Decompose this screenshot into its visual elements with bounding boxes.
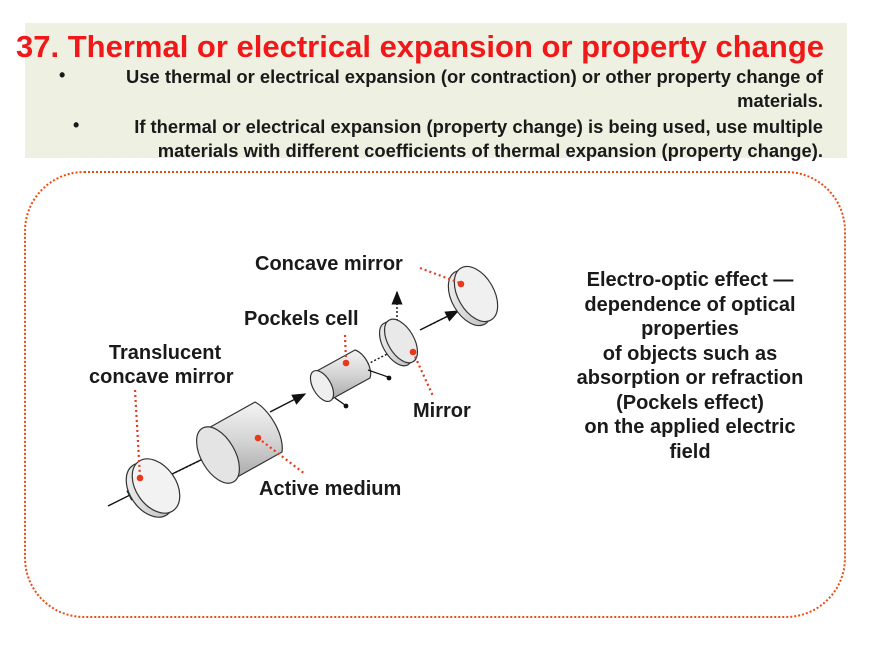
label-translucent-line1: Translucent <box>108 342 222 364</box>
header-panel: 37. Thermal or electrical expansion or p… <box>16 23 847 161</box>
bullet-1: Use thermal or electrical expansion (or … <box>126 66 823 111</box>
description-line: dependence of optical <box>584 293 796 316</box>
label-active-medium: Active medium <box>259 478 402 500</box>
label-pointers <box>133 266 461 478</box>
active-medium-cylinder <box>196 401 283 484</box>
translucent-mirror-disc <box>125 458 181 518</box>
effect-description: Electro-optic effect — dependence of opt… <box>545 268 835 464</box>
label-translucent-line2: concave mirror <box>89 366 234 388</box>
description-line: of objects such as <box>602 342 778 365</box>
label-mirror: Mirror <box>413 400 471 422</box>
description-line: field <box>669 440 711 463</box>
bullet-marker-1: • <box>59 65 66 85</box>
description-line: Electro-optic effect — <box>586 269 794 291</box>
bullet-marker-2: • <box>73 115 80 135</box>
mirror-disc <box>378 318 419 367</box>
concave-mirror-disc <box>447 265 499 327</box>
description-line: properties <box>641 318 739 340</box>
label-pockels-cell: Pockels cell <box>244 308 359 330</box>
description-line: on the applied electric <box>584 416 796 438</box>
description-line: absorption or refraction <box>576 367 804 389</box>
diagram-frame <box>24 171 846 618</box>
pockels-cell <box>309 349 392 409</box>
description-line: (Pockels effect) <box>616 391 764 414</box>
label-concave-mirror: Concave mirror <box>255 253 403 275</box>
slide-title: 37. Thermal or electrical expansion or p… <box>16 29 824 64</box>
pointer-dots <box>136 280 465 482</box>
bullet-2: If thermal or electrical expansion (prop… <box>134 116 823 161</box>
